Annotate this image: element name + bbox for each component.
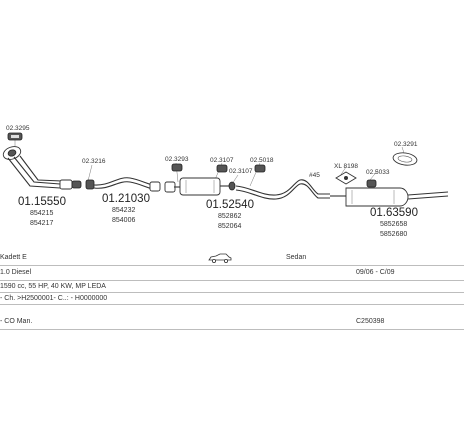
vehicle-row-model: Kadett E Sedan <box>0 251 464 266</box>
rear-silencer-number: 01.63590 <box>370 207 418 219</box>
clamp-label-6: 02.5018 <box>250 157 274 164</box>
clamp-part-front <box>71 180 82 189</box>
middle-pipe-ref1: 854232 <box>112 207 135 214</box>
vehicle-row-trans: - CO Man. C250398 <box>0 315 464 330</box>
middle-pipe-ref2: 854006 <box>112 217 135 224</box>
marker-label: #45 <box>309 172 320 179</box>
rear-silencer-part <box>330 187 449 207</box>
clamp-part-7 <box>335 171 357 185</box>
middle-silencer-number: 01.52540 <box>206 199 254 211</box>
rubber-ring-label: 02.3291 <box>394 141 418 148</box>
vehicle-row-chassis: - Ch. >H2500001- C..: - H0000000 <box>0 293 464 305</box>
vehicle-years: 09/06 - C/09 <box>356 269 395 276</box>
clamp-label-8: 02.5033 <box>366 169 390 176</box>
clamp-label-1: 02.3295 <box>6 125 30 132</box>
rear-silencer-ref1: 5852658 <box>380 221 407 228</box>
vehicle-code: C250398 <box>356 318 385 325</box>
rubber-ring-part <box>392 152 418 166</box>
clamp-label-4: 02.3107 <box>210 157 234 164</box>
vehicle-trans: - CO Man. <box>0 318 33 325</box>
middle-silencer-ref2: 852064 <box>218 223 241 230</box>
clamp-label-3: 02.3293 <box>165 156 189 163</box>
vehicle-row-spacer <box>0 305 464 315</box>
front-pipe-part <box>2 146 73 190</box>
front-pipe-ref1: 854215 <box>30 210 53 217</box>
clamp-label-2: 02.3216 <box>82 158 106 165</box>
front-pipe-ref2: 854217 <box>30 220 53 227</box>
vehicle-engine: 1.0 Diesel <box>0 269 32 276</box>
vehicle-row-engine: 1.0 Diesel 09/06 - C/09 <box>0 266 464 281</box>
vehicle-info-table: Kadett E Sedan 1.0 Diesel 09/06 - C/09 1… <box>0 251 464 330</box>
clamp-part-1 <box>7 132 23 141</box>
car-side-icon <box>208 253 232 263</box>
clamp-part-3 <box>171 163 183 172</box>
clamp-part-8 <box>366 179 377 188</box>
clamp-part-6 <box>254 164 266 173</box>
vehicle-body: Sedan <box>286 254 307 261</box>
middle-pipe-part <box>85 177 161 192</box>
exhaust-system-diagram: 02.3295 01.15550 854215 854217 02.3216 0… <box>2 125 449 238</box>
middle-silencer-part <box>164 177 236 196</box>
vehicle-spec: 1590 cc, 55 HP, 40 KW, MP LEDA <box>0 283 106 290</box>
connecting-pipe-part <box>235 179 330 200</box>
vehicle-model: Kadett E <box>0 254 27 261</box>
middle-pipe-number: 01.21030 <box>102 193 150 205</box>
clamp-part-4 <box>216 164 228 173</box>
vehicle-row-spec: 1590 cc, 55 HP, 40 KW, MP LEDA <box>0 281 464 293</box>
middle-silencer-ref1: 852862 <box>218 213 241 220</box>
clamp-label-7: XL 8198 <box>334 163 358 170</box>
front-pipe-number: 01.15550 <box>18 196 66 208</box>
clamp-label-5: 02.3107 <box>229 168 253 175</box>
rear-silencer-ref2: 5852680 <box>380 231 407 238</box>
vehicle-chassis: - Ch. >H2500001- C..: - H0000000 <box>0 295 108 302</box>
